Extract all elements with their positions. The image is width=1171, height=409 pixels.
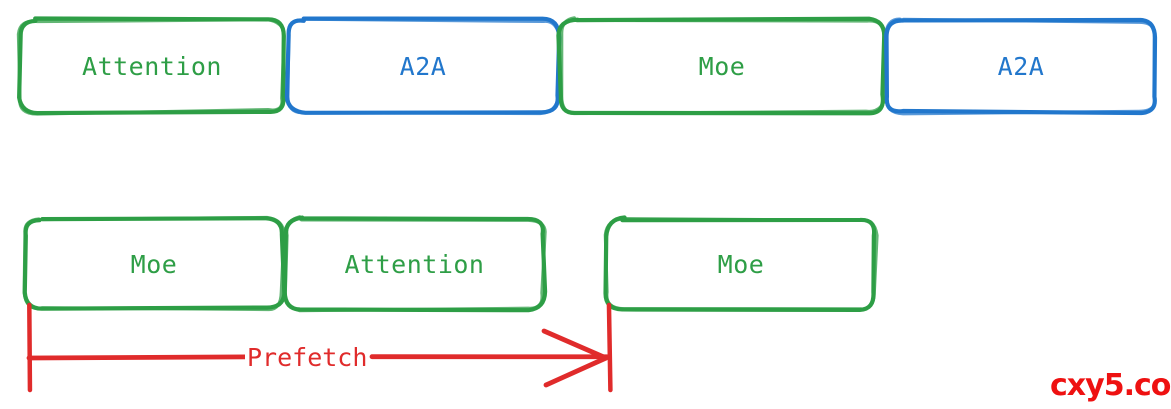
- sketch-stroke: [884, 17, 1158, 116]
- sketch-stroke: [282, 215, 548, 313]
- sketch-stroke: [284, 16, 562, 115]
- sketch-stroke: [22, 215, 286, 312]
- sketch-stroke: [283, 215, 547, 313]
- sketch-stroke: [603, 217, 879, 311]
- watermark: cxy5.com: [1050, 368, 1171, 403]
- sketch-stroke: [556, 16, 887, 116]
- sketch-stroke: [26, 354, 250, 361]
- sketch-stroke: [286, 17, 562, 116]
- sketch-stroke: [17, 16, 286, 116]
- sketch-stroke: [22, 216, 287, 311]
- sketch-stroke: [883, 17, 1157, 116]
- sketch-stroke: [603, 215, 877, 313]
- sketch-stroke: [606, 302, 613, 393]
- sketch-stroke: [541, 328, 609, 361]
- sketch-stroke: [27, 302, 33, 393]
- sketch-stroke: [16, 18, 286, 116]
- prefetch-label: Prefetch: [245, 343, 370, 372]
- sketch-stroke: [560, 16, 888, 116]
- sketch-stroke: [543, 355, 609, 388]
